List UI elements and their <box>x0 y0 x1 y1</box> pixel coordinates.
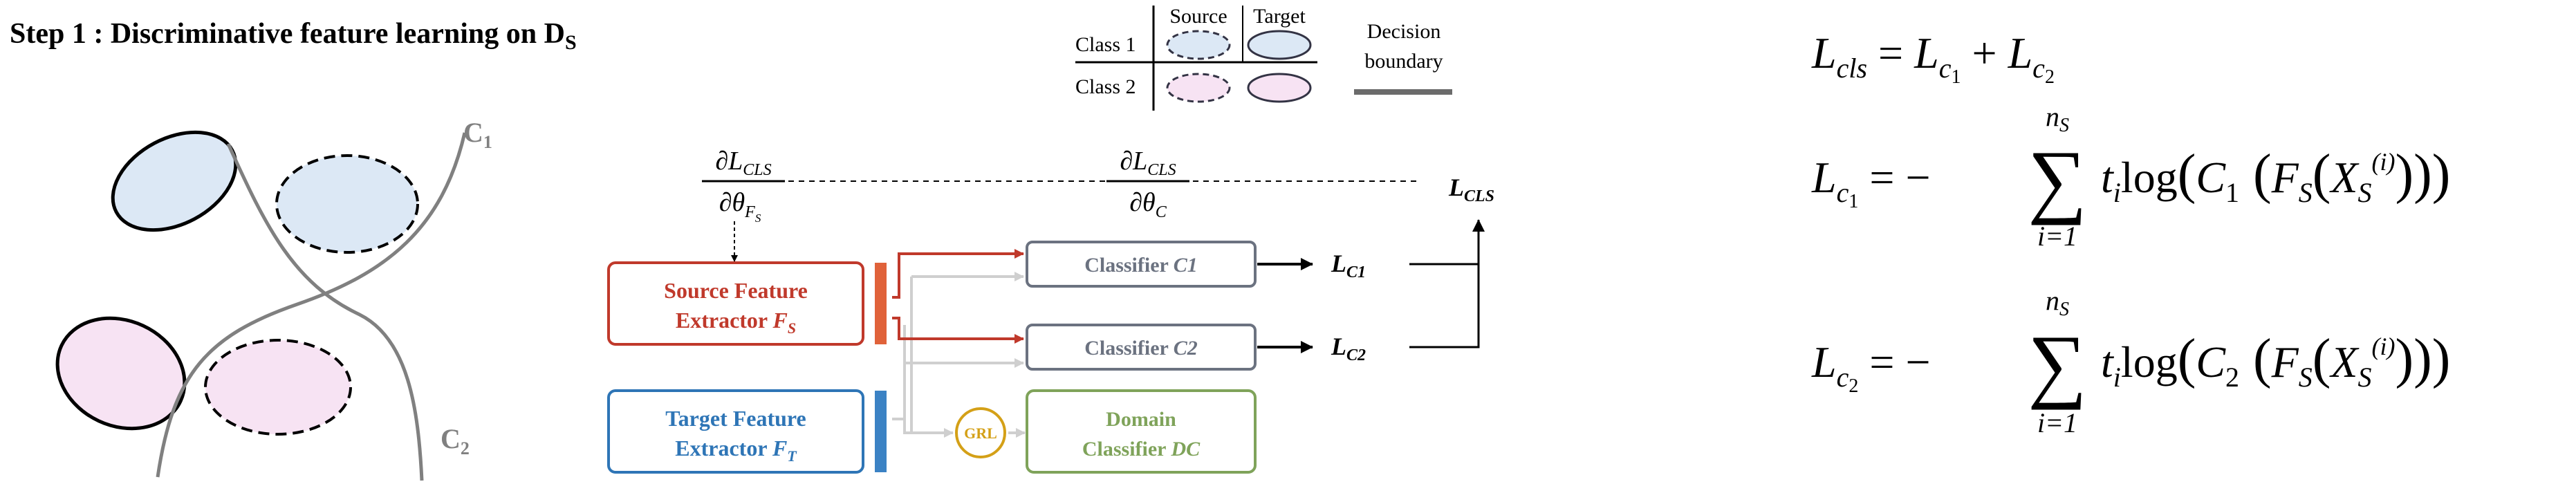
feature-space: C1 C2 <box>55 117 492 481</box>
equation-2-upper: nS <box>2046 101 2069 136</box>
domain-classifier <box>1026 389 1257 474</box>
target-feature-bar <box>875 391 887 472</box>
loss-c2-label: LC2 <box>1331 333 1366 364</box>
class1-source-cluster <box>275 154 419 254</box>
grad-c-numerator: ∂LCLS <box>1120 147 1176 179</box>
grad-fs-numerator: ∂LCLS <box>715 147 771 179</box>
legend-col-source: Source <box>1169 5 1227 28</box>
classifier-c2 <box>1026 324 1257 371</box>
loss-c1-label: LC1 <box>1331 250 1366 281</box>
target-fe-label-2: Extractor FT <box>675 436 797 465</box>
decision-boundary-c2 <box>226 142 424 481</box>
connectors <box>892 219 1485 438</box>
equation-3-sum: ∑ <box>2028 318 2087 410</box>
equation-3-lhs: Lc2 = − <box>1811 337 1931 397</box>
classifier-c1 <box>1026 241 1257 288</box>
grad-c-denominator: ∂θC <box>1129 188 1167 221</box>
source-fe-label-2: Extractor FS <box>676 308 796 337</box>
legend-row-class2: Class 2 <box>1075 75 1136 98</box>
grl-node <box>955 407 1006 458</box>
target-fe-label-1: Target Feature <box>665 406 806 431</box>
equation-3-body: tilog(C2 (FS(XS(i)))) <box>2101 328 2450 393</box>
legend-col-target: Target <box>1253 5 1306 28</box>
red-flow-to-c2 <box>892 317 1024 344</box>
legend-boundary-label-2: boundary <box>1364 50 1443 73</box>
legend-boundary-label: Decision <box>1367 20 1441 43</box>
equation-2-sum: ∑ <box>2028 133 2087 225</box>
red-flow-to-c1 <box>892 249 1024 299</box>
source-fe-label-1: Source Feature <box>664 278 808 303</box>
equation-1: Lcls = Lc1 + Lc2 <box>1811 28 2055 88</box>
class2-source-cluster <box>204 339 352 436</box>
classifier-c1-label: Classifier C1 <box>1084 254 1198 277</box>
equation-2-body: tilog(C1 (FS(XS(i)))) <box>2101 144 2450 208</box>
network: Source Feature Extractor FS Target Featu… <box>607 174 1494 474</box>
legend-class2-target <box>1247 73 1312 103</box>
classifier-c2-label: Classifier C2 <box>1084 337 1198 360</box>
grl-label: GRL <box>964 425 997 442</box>
class2-target-cluster <box>55 316 187 431</box>
source-feature-extractor <box>607 261 864 346</box>
boundary-c2-label: C2 <box>441 423 470 458</box>
domain-classifier-label-2: Classifier DC <box>1082 438 1201 460</box>
equations: Lcls = Lc1 + Lc2 Lc1 = − nS ∑ i=1 tilog(… <box>1811 28 2450 438</box>
decision-boundary-c1 <box>156 132 467 478</box>
legend-class2-source <box>1166 73 1231 103</box>
equation-3-lower: i=1 <box>2037 407 2077 438</box>
loss-cls-label: LCLS <box>1448 174 1494 205</box>
legend-row-class1: Class 1 <box>1075 33 1136 56</box>
grad-fs-denominator: ∂θFS <box>719 188 761 225</box>
equation-3-upper: nS <box>2046 285 2069 320</box>
domain-classifier-label-1: Domain <box>1106 408 1176 431</box>
equation-2-lhs: Lc1 = − <box>1811 153 1931 212</box>
legend-class1-source <box>1166 30 1231 60</box>
line-lc2-to-lcls <box>1409 219 1485 348</box>
step-title: Step 1 : Discriminative feature learning… <box>10 18 577 54</box>
gray-flow-target-to-grl <box>892 418 954 438</box>
gradient-annotations: ∂LCLS ∂θFS ∂LCLS ∂θC <box>702 147 1416 262</box>
equation-2-lower: i=1 <box>2037 221 2077 252</box>
legend: Source Target Class 1 Class 2 Decision b… <box>1075 5 1452 111</box>
source-feature-bar <box>875 263 887 344</box>
boundary-c1-label: C1 <box>463 117 492 152</box>
target-feature-extractor <box>607 389 864 474</box>
class1-target-cluster <box>111 130 238 232</box>
legend-class1-target <box>1247 30 1312 60</box>
